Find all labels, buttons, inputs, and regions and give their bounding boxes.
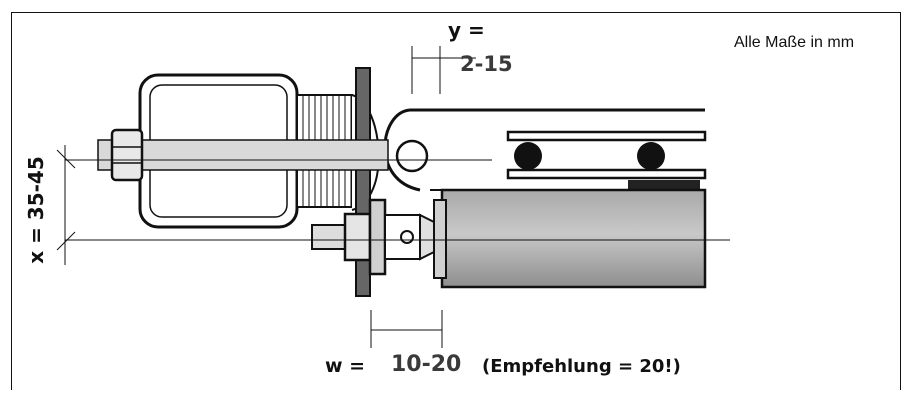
y-dimension-prefix: y = — [448, 18, 485, 42]
units-note: Alle Maße in mm — [734, 34, 855, 51]
y-dimension-value: 2-15 — [460, 52, 513, 76]
w-dimension-prefix: w = — [325, 355, 366, 377]
x-dimension-lines — [56, 145, 730, 265]
motor-housing — [433, 188, 707, 289]
w-dimension-lines — [370, 310, 443, 348]
mounting-plate — [355, 67, 371, 297]
lower-bolt — [311, 198, 435, 276]
diagram-frame — [11, 12, 901, 390]
y-dimension-lines — [411, 46, 476, 94]
chain-rail — [383, 108, 707, 192]
x-dimension-label: x = 35-45 — [24, 156, 48, 264]
w-dimension-value: 10-20 — [391, 352, 462, 377]
upper-bolt — [97, 128, 389, 182]
recommendation-note: (Empfehlung = 20!) — [482, 356, 681, 377]
